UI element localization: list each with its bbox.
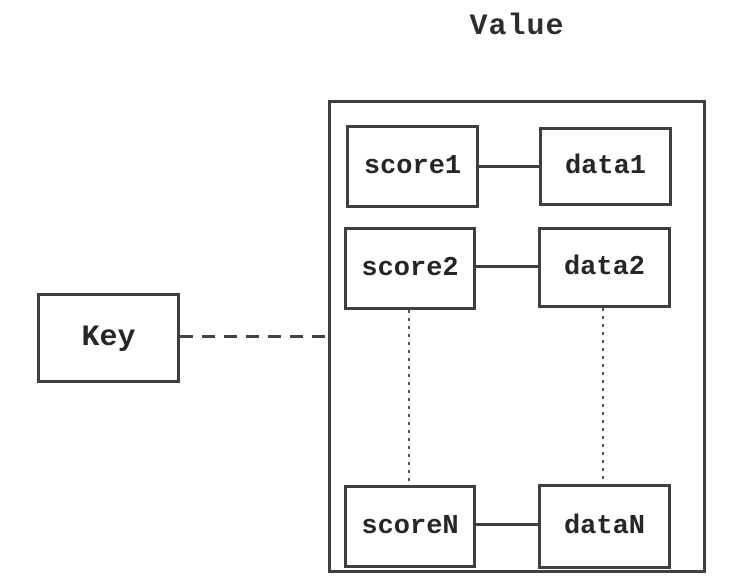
score1-box: score1 xyxy=(346,125,479,208)
key-value-dashed-link xyxy=(180,335,328,338)
score-ellipsis-dotted-line xyxy=(408,310,410,485)
data2-box: data2 xyxy=(538,227,671,308)
key-box: Key xyxy=(37,293,180,383)
dataN-box: dataN xyxy=(538,484,671,569)
value-title: Value xyxy=(469,10,565,44)
data-ellipsis-dotted-line xyxy=(602,308,604,484)
scoreN-dataN-connector xyxy=(476,523,538,526)
scoreN-box: scoreN xyxy=(344,485,476,568)
score2-box: score2 xyxy=(344,227,476,310)
score1-data1-connector xyxy=(479,165,539,168)
score2-data2-connector xyxy=(476,265,538,268)
data1-box: data1 xyxy=(539,127,672,206)
